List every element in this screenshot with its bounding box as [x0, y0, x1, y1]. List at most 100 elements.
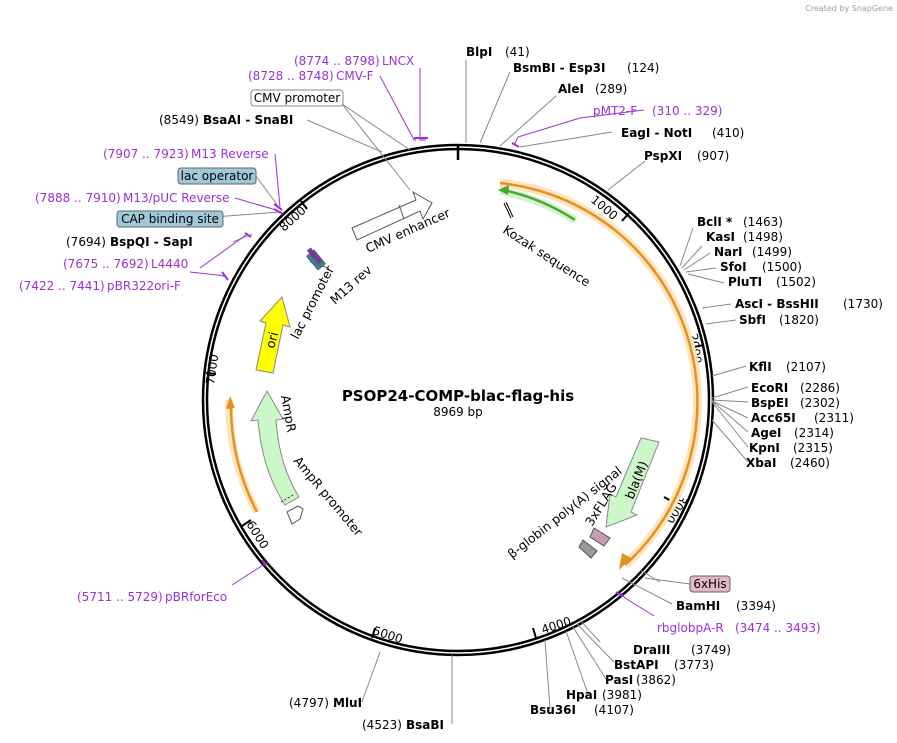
enzyme-position: (1500) — [762, 260, 802, 274]
enzyme-position: (1730) — [843, 297, 883, 311]
flag-feature — [589, 527, 611, 547]
feature-label: β-globin poly(A) signal — [505, 463, 625, 561]
his-tag-box — [689, 575, 731, 593]
enzyme-position: (7694) — [66, 235, 106, 249]
snapgene-watermark: Created by SnapGene — [805, 4, 893, 13]
left-orange-feature — [229, 404, 259, 513]
enzyme-name: BlpI — [466, 45, 492, 59]
green-feature-arrowhead — [498, 185, 509, 195]
tick-label: 4000 — [540, 614, 573, 637]
enzyme-position: (3773) — [674, 658, 714, 672]
primer-range: (7907 .. 7923) — [103, 147, 189, 161]
enzyme-position: (1502) — [776, 275, 816, 289]
enzyme-name: BstAPI — [614, 658, 659, 672]
primer-range: (8728 .. 8748) — [248, 69, 334, 83]
primer-range: (7422 .. 7441) — [19, 279, 105, 293]
plasmid-size: 8969 bp — [433, 405, 483, 419]
enzyme-name: AscI - BssHII — [735, 297, 819, 311]
tick-marks — [205, 200, 705, 639]
boxed-label: CAP binding site — [121, 212, 219, 226]
enzyme-position: (289) — [595, 82, 627, 96]
enzyme-name: MluI — [333, 696, 362, 710]
primer-leaders — [189, 68, 655, 617]
tick-label: 7000 — [203, 353, 221, 385]
enzyme-name: AgeI — [751, 426, 781, 440]
enzyme-position: (4107) — [594, 703, 634, 717]
primer-name: LNCX — [382, 54, 414, 68]
enzyme-position: (4797) — [289, 696, 329, 710]
primer-range: (5711 .. 5729) — [77, 590, 163, 604]
tick-label: 8000 — [277, 203, 309, 234]
primer-range: (8774 .. 8798) — [294, 54, 380, 68]
primer-name: M13/pUC Reverse — [123, 191, 230, 205]
enzyme-position: (3394) — [736, 599, 776, 613]
enzyme-name: BspEI — [751, 396, 789, 410]
feature-label: M13 rev — [327, 262, 375, 307]
primer-range: (7675 .. 7692) — [63, 257, 149, 271]
enzyme-name: BsaAI - SnaBI — [203, 113, 293, 127]
enzyme-name: SbfI — [739, 313, 766, 327]
enzyme-name: AleI — [558, 82, 584, 96]
lac-operator-box — [177, 167, 257, 185]
enzyme-name: DraIII — [633, 643, 670, 657]
enzyme-position: (1498) — [743, 230, 783, 244]
boxed-label: 6xHis — [693, 577, 726, 591]
enzyme-name: KflI — [749, 360, 772, 374]
enzyme-name: Bsu36I — [530, 703, 576, 717]
ori-arrow — [255, 295, 291, 374]
enzyme-name: KpnI — [749, 441, 780, 455]
left-orange-feature-arrowhead — [226, 396, 235, 409]
primer-name: pBRforEco — [165, 590, 227, 604]
enzyme-name: SfoI — [720, 260, 747, 274]
enzyme-name: PasI — [605, 673, 633, 687]
enzyme-name: PspXI — [644, 149, 682, 163]
feature-label: lac promoter — [287, 263, 337, 342]
feature-label: AmpR — [278, 394, 299, 434]
enzyme-name: BsaBI — [406, 718, 444, 732]
enzyme-position: (2460) — [790, 456, 830, 470]
primer-name: pMT2-F — [593, 104, 637, 118]
tick-label: 5000 — [371, 624, 404, 647]
enzyme-position: (2314) — [794, 426, 834, 440]
enzyme-position: (2286) — [800, 381, 840, 395]
primer-name: M13 Reverse — [191, 147, 269, 161]
enzyme-labels: BlpI (41) BsmBI - Esp3I (124) AleI (289)… — [66, 45, 883, 732]
orange-feature-arrowhead — [619, 553, 631, 570]
enzyme-name: BamHI — [676, 599, 720, 613]
ampr-arrow — [250, 389, 300, 506]
ampr-promoter-arrow — [286, 505, 304, 525]
primer-ticks — [221, 137, 623, 597]
enzyme-position: (41) — [505, 45, 530, 59]
enzyme-position: (3749) — [691, 643, 731, 657]
enzyme-name: XbaI — [746, 456, 776, 470]
enzyme-position: (1499) — [752, 245, 792, 259]
cap-binding-site-box — [116, 210, 224, 228]
feature-label: Kozak sequence — [500, 222, 593, 290]
primer-name: CMV-F — [336, 69, 374, 83]
enzyme-position: (124) — [627, 61, 659, 75]
kozak-mark — [503, 202, 512, 219]
primer-range: (7888 .. 7910) — [35, 191, 121, 205]
polya-feature — [578, 539, 598, 559]
enzyme-position: (2311) — [814, 411, 854, 425]
enzyme-name: PluTI — [728, 275, 762, 289]
cmv-promoter-box — [250, 89, 344, 107]
enzyme-position: (3981) — [602, 688, 642, 702]
primer-range: (310 .. 329) — [652, 104, 722, 118]
enzyme-position: (1463) — [743, 215, 783, 229]
enzyme-position: (907) — [697, 149, 729, 163]
primer-range: (3474 .. 3493) — [735, 621, 821, 635]
enzyme-position: (1820) — [779, 313, 819, 327]
primer-name: pBR322ori-F — [107, 279, 181, 293]
cmv-enhancer-arrow — [351, 190, 433, 241]
feature-label: ori — [262, 330, 281, 350]
orange-feature — [499, 181, 699, 566]
enzyme-name: BspQI - SapI — [110, 235, 193, 249]
enzyme-position: (410) — [712, 126, 744, 140]
blam-arrow — [605, 437, 660, 528]
primer-name: L4440 — [151, 257, 188, 271]
enzyme-name: EagI - NotI — [621, 126, 692, 140]
plasmid-name: PSOP24-COMP-blac-flag-his — [342, 387, 574, 405]
enzyme-position: (4523) — [362, 718, 402, 732]
green-feature — [502, 188, 576, 222]
